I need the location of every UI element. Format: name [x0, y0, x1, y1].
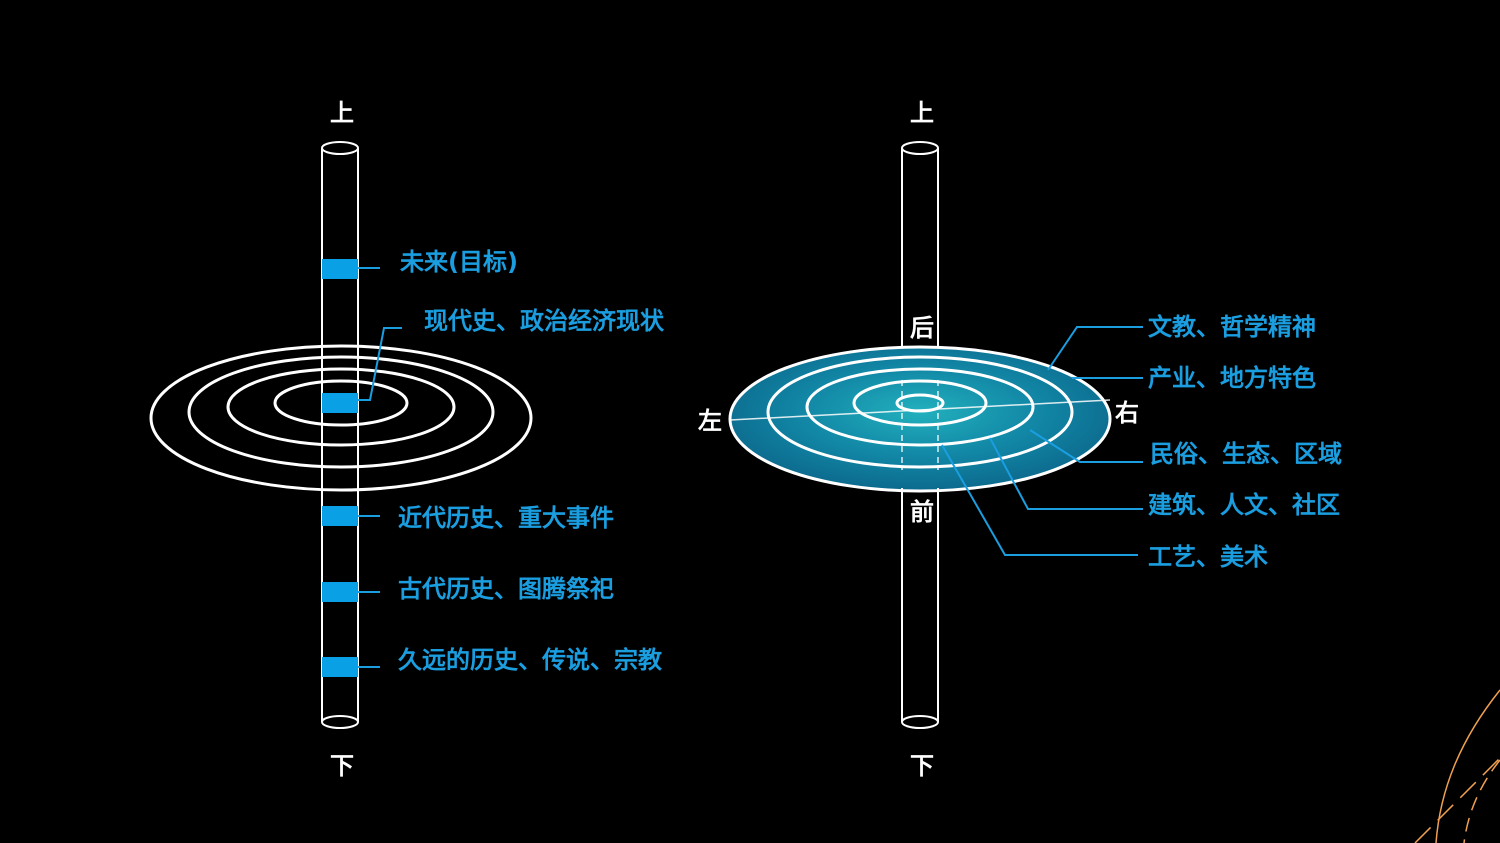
right-pole-lower [901, 488, 939, 729]
left-bottom-label: 下 [330, 752, 354, 780]
ring-label-architecture: 建筑、人文、社区 [1148, 491, 1340, 519]
layer-label-modern: 现代史、政治经济现状 [424, 307, 665, 335]
right-bottom-label: 下 [910, 752, 934, 780]
layer-label-remote: 久远的历史、传说、宗教 [398, 646, 663, 674]
layer-band-ancient [322, 582, 358, 602]
layer-band-modern [322, 393, 358, 413]
right-direction-label: 右 [1115, 399, 1139, 427]
front-label: 前 [910, 498, 934, 526]
back-label: 后 [910, 314, 934, 342]
left-rings [149, 344, 533, 492]
layer-label-ancient: 古代历史、图腾祭祀 [398, 575, 614, 603]
ring-label-culture: 文教、哲学精神 [1148, 313, 1316, 341]
right-pole [901, 141, 939, 380]
left-top-label: 上 [330, 99, 354, 127]
layer-band-future [322, 259, 358, 279]
layer-band-remote [322, 657, 358, 677]
layer-label-recent: 近代历史、重大事件 [398, 504, 614, 532]
right-top-label: 上 [910, 99, 934, 127]
left-diagram: 上 未来(目标) 现代史、政治经济现状 近代历史、 [149, 99, 665, 780]
layer-label-future: 未来(目标) [400, 248, 518, 276]
ring-label-industry: 产业、地方特色 [1148, 364, 1316, 392]
right-disc [728, 345, 1112, 493]
left-direction-label: 左 [698, 407, 722, 435]
left-pole [321, 141, 359, 729]
right-diagram: 上 后 前 左 右 [698, 99, 1342, 780]
ring-label-craft: 工艺、美术 [1148, 543, 1268, 571]
corner-decoration [1414, 689, 1500, 843]
ring-label-folk: 民俗、生态、区域 [1150, 440, 1342, 468]
layer-band-recent [322, 506, 358, 526]
